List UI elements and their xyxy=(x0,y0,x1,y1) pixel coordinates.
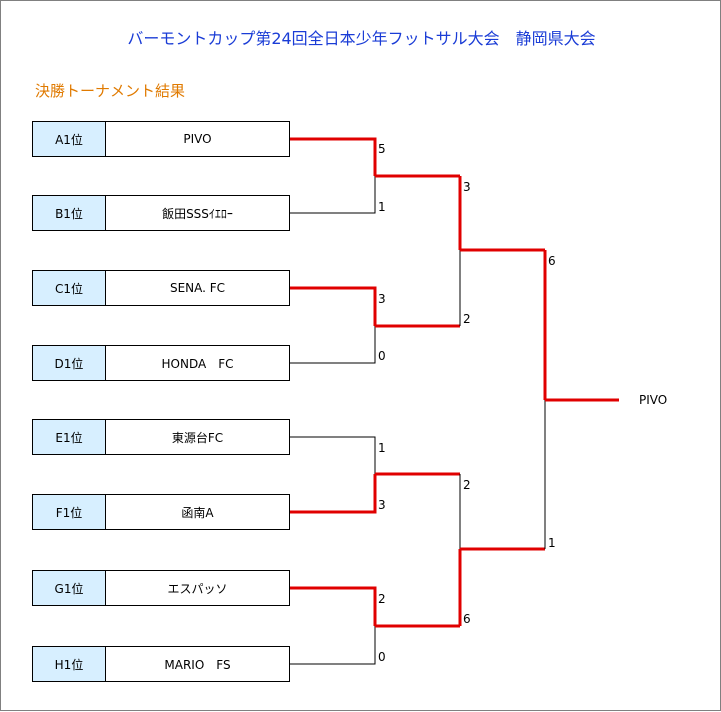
team-box-h: H1位 MARIO FS xyxy=(32,646,290,682)
team-box-b: B1位 飯田SSSｲｴﾛｰ xyxy=(32,195,290,231)
team-rank: C1位 xyxy=(33,271,106,305)
score-label: 1 xyxy=(378,441,386,455)
match-r1-1: 5 1 xyxy=(290,137,460,214)
team-rank: B1位 xyxy=(33,196,106,230)
team-name: 飯田SSSｲｴﾛｰ xyxy=(162,206,233,221)
score-label: 1 xyxy=(548,536,556,550)
team-rank: E1位 xyxy=(33,420,106,454)
score-label: 0 xyxy=(378,349,386,363)
page-title: バーモントカップ第24回全日本少年フットサル大会 静岡県大会 xyxy=(127,29,596,48)
match-final: 6 1 xyxy=(543,250,619,550)
match-r1-2: 3 0 xyxy=(290,286,460,364)
score-label: 2 xyxy=(378,592,386,606)
bracket-line xyxy=(290,474,377,514)
team-box-a: A1位 PIVO xyxy=(32,121,290,157)
team-rank: F1位 xyxy=(33,495,106,529)
score-label: 2 xyxy=(463,478,471,492)
team-name: 函南A xyxy=(181,505,214,520)
score-label: 2 xyxy=(463,312,471,326)
team-name: エスパッソ xyxy=(167,581,228,596)
score-label: 5 xyxy=(378,142,386,156)
score-label: 6 xyxy=(463,612,471,626)
match-r2-2: 2 6 xyxy=(458,474,545,626)
team-box-c: C1位 SENA. FC xyxy=(32,270,290,306)
score-label: 0 xyxy=(378,650,386,664)
match-r1-3: 1 3 xyxy=(290,436,460,514)
champion-name: PIVO xyxy=(639,393,668,407)
team-name: SENA. FC xyxy=(169,281,226,295)
bracket-line xyxy=(290,436,376,474)
bracket-line xyxy=(290,286,377,326)
team-rank: D1位 xyxy=(33,346,106,380)
score-label: 6 xyxy=(548,254,556,268)
team-rank: H1位 xyxy=(33,647,106,681)
team-box-f: F1位 函南A xyxy=(32,494,290,530)
team-name: 東源台FC xyxy=(171,430,224,445)
bracket-line xyxy=(290,586,377,626)
score-label: 3 xyxy=(463,180,471,194)
bracket-line xyxy=(290,176,376,214)
bracket-line xyxy=(290,326,376,364)
team-box-e: E1位 東源台FC xyxy=(32,419,290,455)
bracket-line xyxy=(290,626,376,665)
score-label: 3 xyxy=(378,292,386,306)
bracket-line xyxy=(290,137,377,176)
section-subtitle: 決勝トーナメント結果 xyxy=(35,82,186,100)
team-rank: G1位 xyxy=(33,571,106,605)
match-r1-4: 2 0 xyxy=(290,586,460,665)
team-box-d: D1位 HONDA FC xyxy=(32,345,290,381)
team-name: PIVO xyxy=(183,132,212,146)
team-box-g: G1位 エスパッソ xyxy=(32,570,290,606)
match-r2-1: 3 2 xyxy=(458,176,545,326)
score-label: 1 xyxy=(378,200,386,214)
score-label: 3 xyxy=(378,498,386,512)
team-rank: A1位 xyxy=(33,122,106,156)
team-name: MARIO FS xyxy=(164,657,231,672)
team-name: HONDA FC xyxy=(161,356,234,371)
